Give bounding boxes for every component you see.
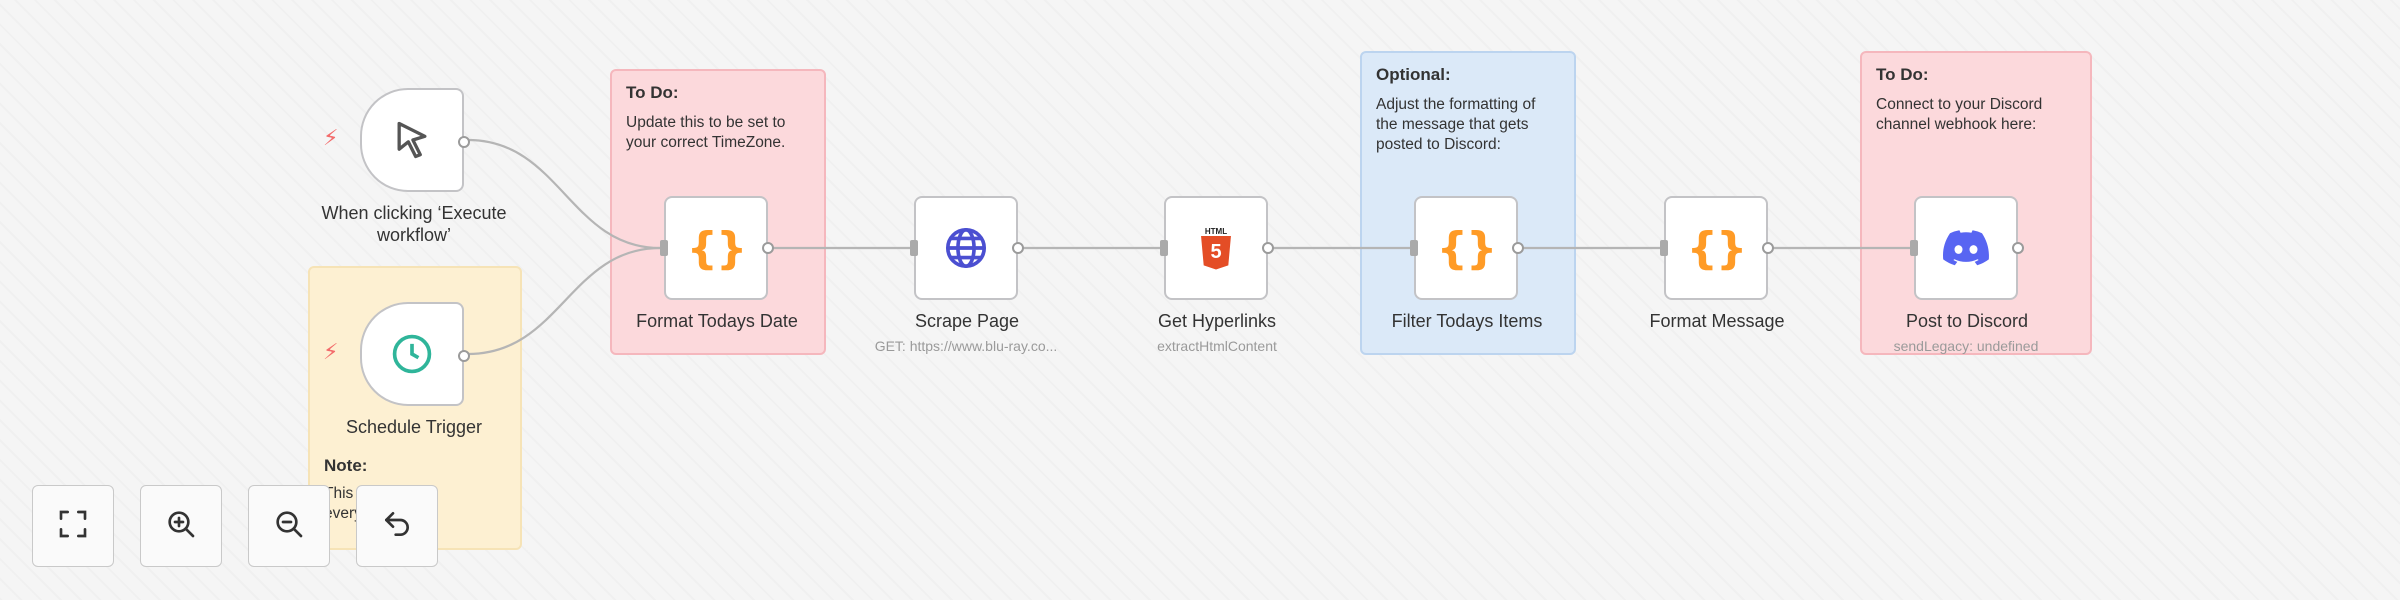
node-get-hyperlinks[interactable]: HTML 5: [1160, 196, 1274, 300]
sticky-note-optional[interactable]: Optional: Adjust the formatting of the m…: [1360, 51, 1576, 355]
node-label: Format Message: [1649, 311, 1785, 331]
output-handle[interactable]: [1262, 242, 1274, 254]
node-label: Scrape Page: [914, 311, 1020, 331]
trigger-bolt-icon: ⚡︎: [323, 339, 339, 364]
output-handle[interactable]: [2012, 242, 2024, 254]
sticky-note-body: Connect to your Discord channel webhook …: [1876, 96, 2043, 133]
html5-badge-text: HTML: [1204, 226, 1228, 236]
sticky-note-title: To Do:: [1876, 65, 1929, 84]
node-label: Format Todays Date: [636, 311, 798, 331]
fit-view-button[interactable]: [32, 485, 114, 567]
node-filter-todays-items[interactable]: {}: [1410, 196, 1524, 300]
output-handle[interactable]: [1512, 242, 1524, 254]
node-label: When clicking ‘Execute workflow’: [321, 203, 507, 245]
output-handle[interactable]: [1012, 242, 1024, 254]
node-format-todays-date[interactable]: {}: [660, 196, 774, 300]
html5-shield: 5: [1201, 235, 1231, 270]
zoom-out-icon: [273, 508, 305, 545]
fullscreen-icon: [57, 508, 89, 545]
sticky-note-body: Adjust the formatting of the message tha…: [1376, 96, 1536, 153]
node-schedule-trigger[interactable]: [360, 302, 470, 406]
node-scrape-page[interactable]: [910, 196, 1024, 300]
zoom-in-button[interactable]: [140, 485, 222, 567]
cursor-icon: [386, 114, 438, 166]
input-handle[interactable]: [1160, 240, 1168, 256]
output-handle[interactable]: [1762, 242, 1774, 254]
sticky-note-body: Update this to be set to your correct Ti…: [626, 114, 786, 151]
node-label: Get Hyperlinks: [1157, 311, 1277, 331]
sticky-note-title: To Do:: [626, 83, 679, 102]
zoom-in-icon: [165, 508, 197, 545]
input-handle[interactable]: [1660, 240, 1668, 256]
input-handle[interactable]: [910, 240, 918, 256]
output-handle[interactable]: [762, 242, 774, 254]
node-label: Filter Todays Items: [1391, 311, 1543, 331]
discord-icon: [1940, 222, 1992, 274]
code-braces-icon: {}: [1686, 222, 1748, 274]
node-label: Post to Discord: [1905, 311, 2029, 331]
output-handle[interactable]: [458, 350, 470, 362]
clock-icon: [386, 328, 438, 380]
output-handle[interactable]: [458, 136, 470, 148]
input-handle[interactable]: [1910, 240, 1918, 256]
html5-icon: HTML 5: [1190, 222, 1242, 274]
node-subtitle: sendLegacy: undefined: [1893, 338, 2039, 354]
node-format-message[interactable]: {}: [1660, 196, 1774, 300]
node-subtitle: GET: https://www.blu-ray.co...: [874, 338, 1058, 354]
node-subtitle: extractHtmlContent: [1157, 338, 1277, 354]
undo-icon: [381, 508, 413, 545]
node-post-to-discord[interactable]: [1910, 196, 2024, 300]
zoom-out-button[interactable]: [248, 485, 330, 567]
code-braces-icon: {}: [686, 222, 748, 274]
node-manual-trigger[interactable]: [360, 88, 470, 192]
html5-number: 5: [1210, 241, 1222, 263]
sticky-note-title: Optional:: [1376, 65, 1451, 84]
code-braces-icon: {}: [1436, 222, 1498, 274]
node-label: Schedule Trigger: [345, 417, 483, 437]
reset-zoom-button[interactable]: [356, 485, 438, 567]
trigger-bolt-icon: ⚡︎: [323, 125, 339, 150]
input-handle[interactable]: [660, 240, 668, 256]
input-handle[interactable]: [1410, 240, 1418, 256]
globe-icon: [940, 222, 992, 274]
sticky-note-title: Note:: [324, 456, 368, 475]
